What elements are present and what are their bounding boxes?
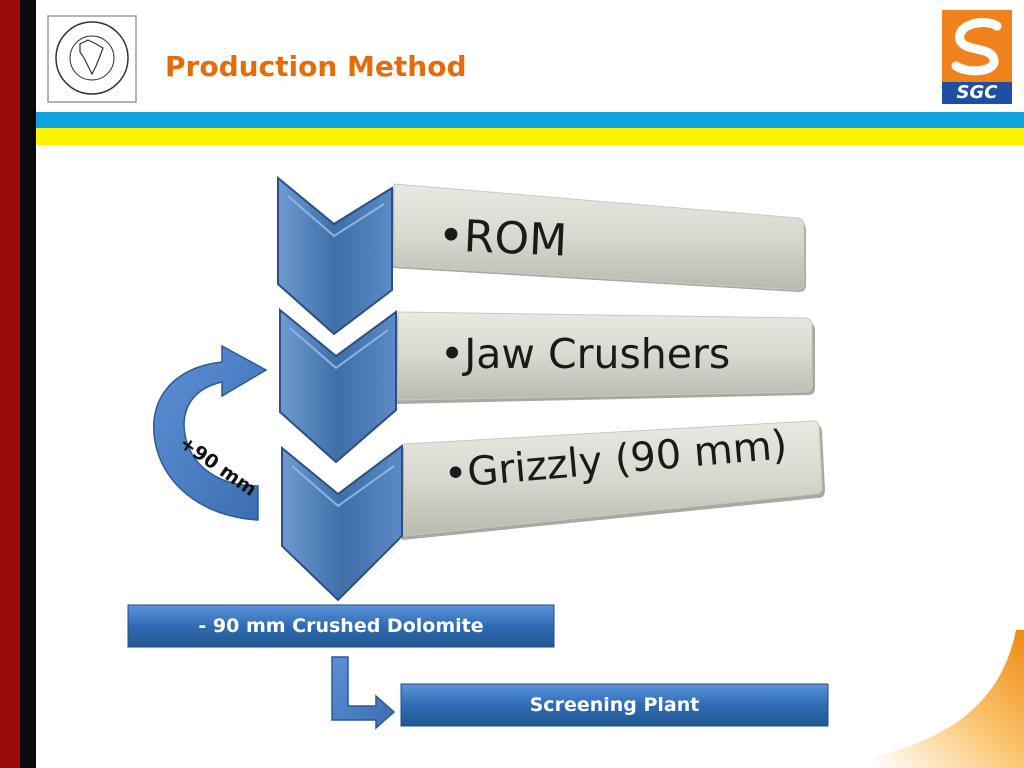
elbow-arrow bbox=[331, 656, 396, 730]
screening-plant-box bbox=[400, 683, 829, 727]
sgc-logo-text: SGC bbox=[956, 82, 998, 103]
bullet: • bbox=[440, 330, 465, 378]
step-bar-jaw-crushers bbox=[396, 311, 815, 404]
bullet: • bbox=[436, 210, 466, 263]
chevron-rom bbox=[277, 175, 393, 336]
sidebar-black-bar bbox=[20, 0, 36, 768]
recycle-arrow bbox=[153, 344, 268, 521]
sidebar-red-bar bbox=[0, 0, 20, 768]
crushed-dolomite-box bbox=[127, 604, 555, 648]
crushed-dolomite-label: - 90 mm Crushed Dolomite bbox=[198, 615, 484, 637]
step-label-rom: •ROM bbox=[437, 210, 568, 267]
step-text: ROM bbox=[462, 211, 569, 267]
step-label-jaw-crushers: •Jaw Crushers bbox=[440, 330, 730, 378]
header-band-blue bbox=[36, 112, 1024, 128]
chevron-jaw-crushers bbox=[279, 307, 397, 464]
screening-plant-label: Screening Plant bbox=[529, 694, 700, 716]
page-title: Production Method bbox=[165, 50, 467, 83]
step-bar-rom bbox=[392, 183, 806, 292]
step-text: Jaw Crushers bbox=[464, 330, 731, 378]
corner-accent-swoosh bbox=[872, 630, 1024, 768]
step-bar-grizzly bbox=[402, 420, 825, 540]
company-logo-left bbox=[47, 15, 137, 103]
sgc-logo bbox=[942, 10, 1012, 104]
chevron-grizzly bbox=[281, 444, 403, 602]
header-band-yellow bbox=[36, 128, 1024, 145]
